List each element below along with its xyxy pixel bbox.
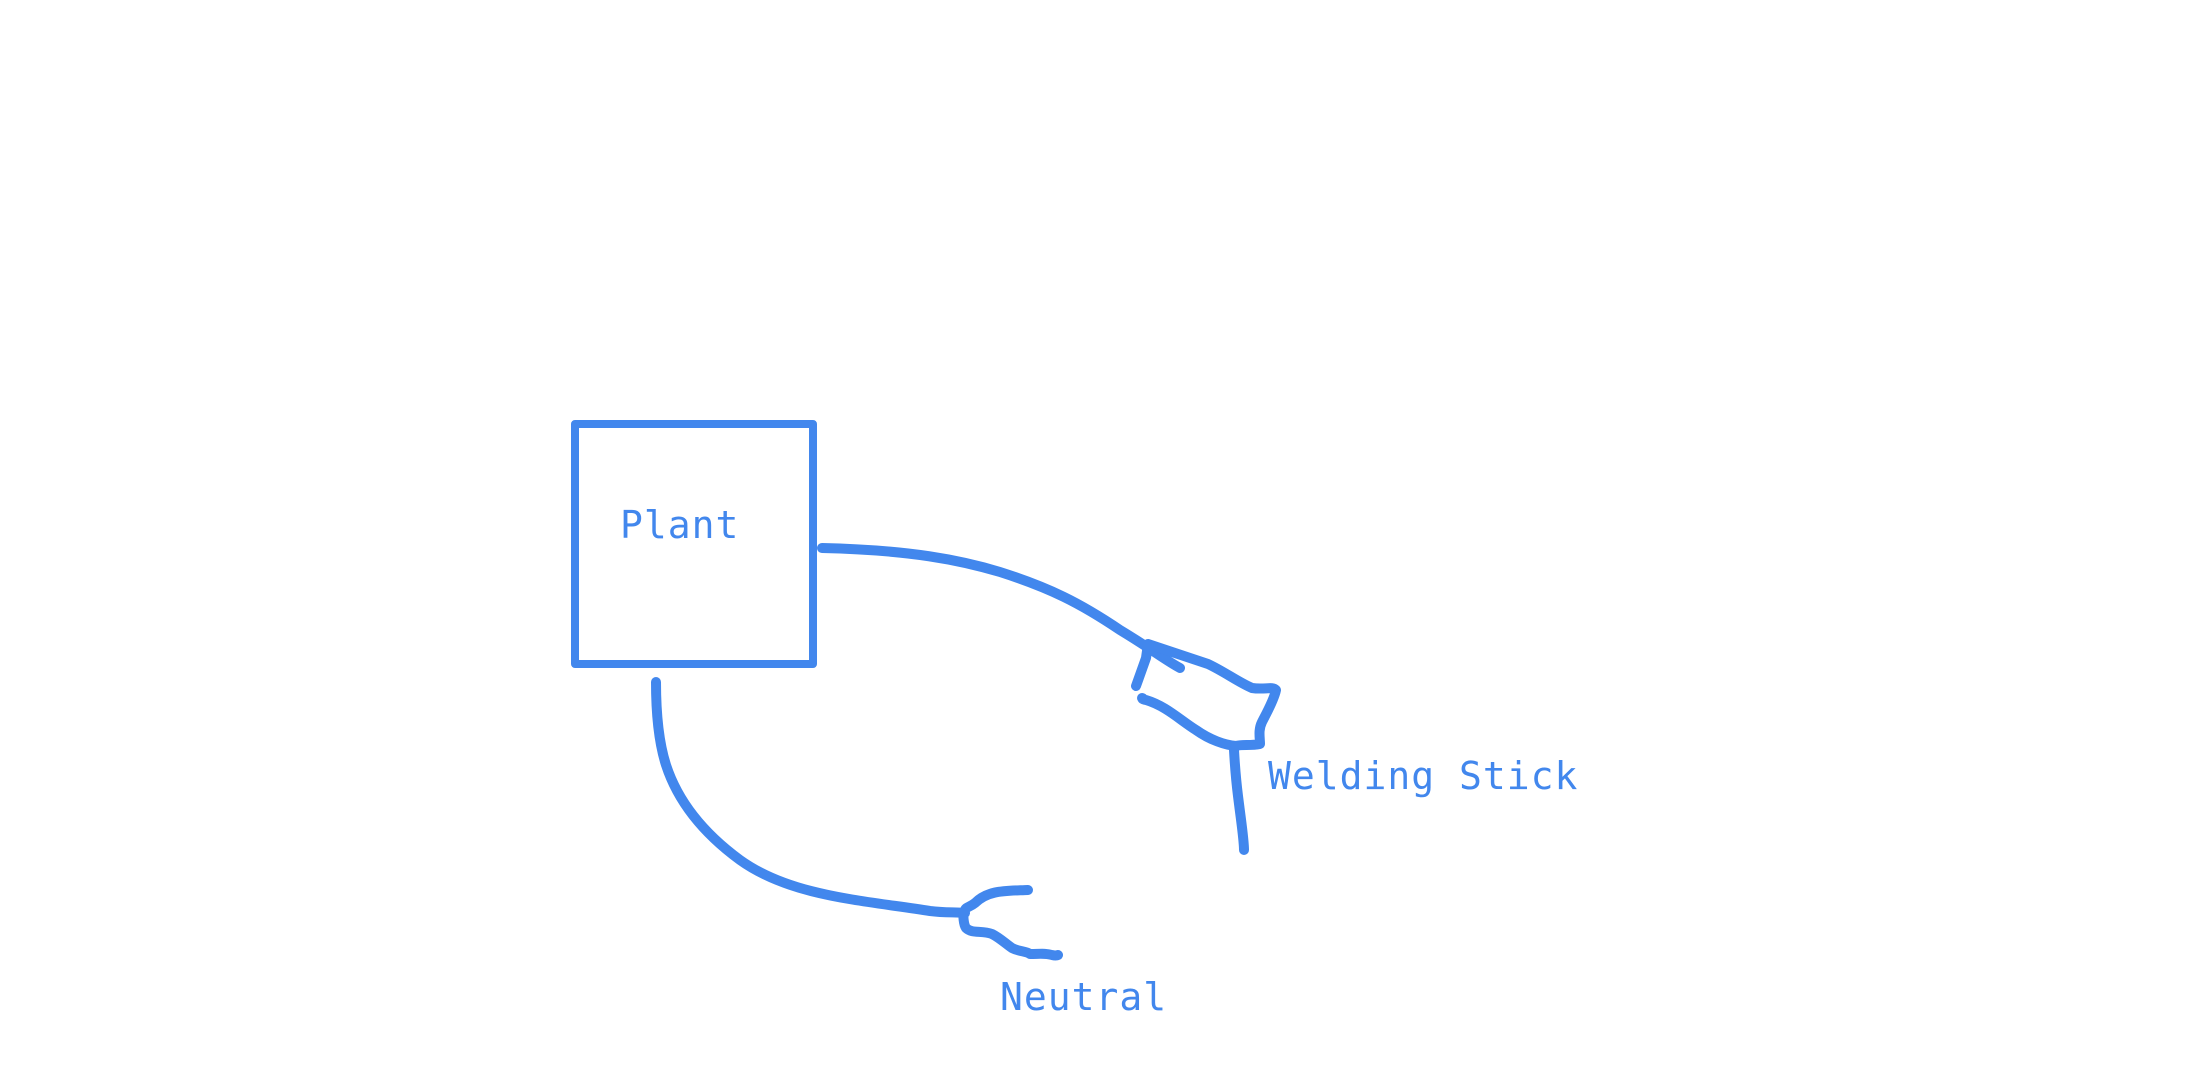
welding-stick-label: Welding Stick	[1268, 754, 1578, 798]
neutral-cable	[651, 677, 970, 918]
plant-box	[571, 420, 817, 668]
welding-cable	[817, 543, 1185, 673]
welding-rod	[1229, 745, 1249, 855]
neutral-label: Neutral	[1000, 975, 1167, 1019]
plant-label: Plant	[620, 503, 739, 547]
welding-stick-icon	[1131, 639, 1281, 751]
neutral-clamp-icon	[958, 885, 1063, 961]
